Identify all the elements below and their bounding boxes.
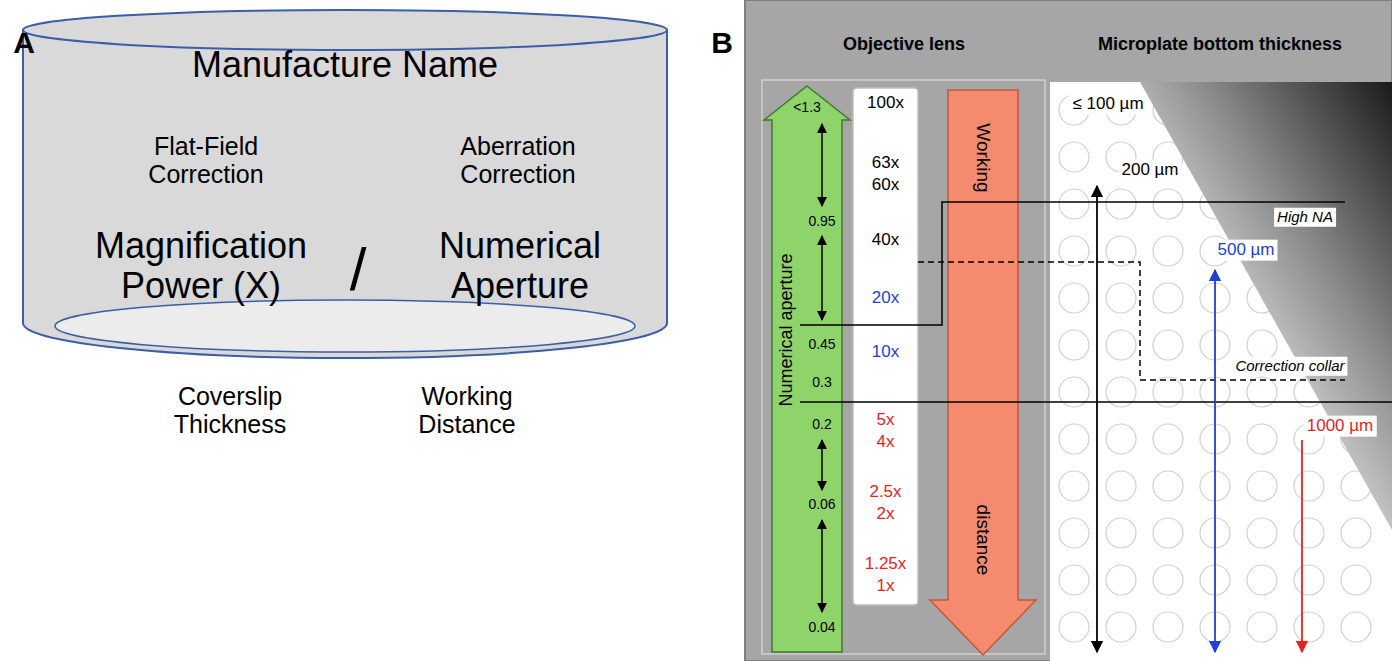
panel-heading: Microplate bottom thickness xyxy=(1098,35,1342,55)
coverslip-thickness: Coverslip Thickness xyxy=(143,383,318,438)
panel-heading: Objective lens xyxy=(843,35,965,55)
numerical-aperture: Numerical Aperture xyxy=(413,226,628,305)
na-value: 0.06 xyxy=(808,497,835,512)
working-distance-arrow: Working distance xyxy=(930,90,1036,655)
na-value: 0.3 xyxy=(812,375,831,390)
objective-barrel xyxy=(118,323,569,617)
na-arrow: Numerical aperture <1.3 0.95 0.45 0.3 0.2 0.06… xyxy=(764,86,850,652)
zone-label: Correction collar xyxy=(1232,357,1347,376)
na-arrow-shape xyxy=(764,86,850,652)
thickness-label: 200 µm xyxy=(1118,160,1181,181)
objective-body: Manufacture NameFlat-Field Correction Abe… xyxy=(23,8,667,368)
thickness-label: 500 µm xyxy=(1214,240,1277,261)
magnification-value: 20x xyxy=(872,289,899,308)
thickness-arrow xyxy=(1301,440,1303,652)
magnification-value: 1x xyxy=(877,577,895,596)
objective-body-shape xyxy=(23,30,667,358)
magnification-value: 1.25x xyxy=(865,555,907,574)
high-na-line xyxy=(800,202,1345,325)
axis-title: Working xyxy=(973,123,994,192)
magnification-value: 100x xyxy=(867,94,904,113)
magnification-column xyxy=(853,88,918,605)
magnification-value: 63x xyxy=(872,154,899,173)
na-value: <1.3 xyxy=(793,100,821,115)
thickness-arrow xyxy=(1214,270,1216,652)
magnification-value: 4x xyxy=(877,433,895,452)
magnification-value: 2x xyxy=(877,505,895,524)
objective-barrel: Coverslip Thickness Working Distance xyxy=(122,345,565,625)
thickness-gradient xyxy=(1140,82,1392,530)
magnification-value: 2.5x xyxy=(869,483,901,502)
magnification-value: 5x xyxy=(877,411,895,430)
panel-b-ground xyxy=(745,0,1392,661)
aberration-correction: Aberration Correction xyxy=(421,133,616,188)
axis-title: distance xyxy=(973,505,994,576)
na-value: 0.04 xyxy=(808,620,835,635)
na-value: 0.45 xyxy=(808,337,835,352)
magnification-value: 40x xyxy=(872,231,899,250)
working-distance-arrow xyxy=(930,90,1036,655)
flat-field-correction: Flat-Field Correction xyxy=(119,133,294,188)
range-arrow xyxy=(821,440,823,490)
working-distance: Working Distance xyxy=(385,383,550,438)
magnification-power: Magnification Power (X) xyxy=(74,226,329,305)
na-value: 0.2 xyxy=(812,417,831,432)
range-arrow xyxy=(821,520,823,612)
manufacturer-name: Manufacture Name xyxy=(192,45,498,85)
objective-shoulder xyxy=(55,300,635,352)
magnification-value: 60x xyxy=(872,176,899,195)
separator-slash: / xyxy=(350,237,367,303)
microplate-ground xyxy=(1050,82,1392,661)
magnification-value: 10x xyxy=(872,343,899,362)
range-arrow xyxy=(821,236,823,320)
range-arrow xyxy=(821,124,823,206)
objective-top xyxy=(23,10,667,50)
magnification-scale: 100x 63x 60x 40x 20x 10x 5x 4x 2.5x 2x 1.25x 1x xyxy=(853,88,918,605)
na-value: 0.95 xyxy=(808,214,835,229)
thickness-arrow xyxy=(1096,186,1098,652)
low-na-line xyxy=(800,401,1392,403)
panel-letter: A xyxy=(13,26,35,59)
objective-frame xyxy=(762,80,1045,654)
panel-letter: B xyxy=(711,26,733,59)
thickness-label: 1000 µm xyxy=(1304,416,1377,437)
axis-title: Numerical aperture xyxy=(777,253,797,406)
thickness-label: ≤ 100 µm xyxy=(1069,94,1146,115)
zone-label: High NA xyxy=(1274,208,1336,227)
